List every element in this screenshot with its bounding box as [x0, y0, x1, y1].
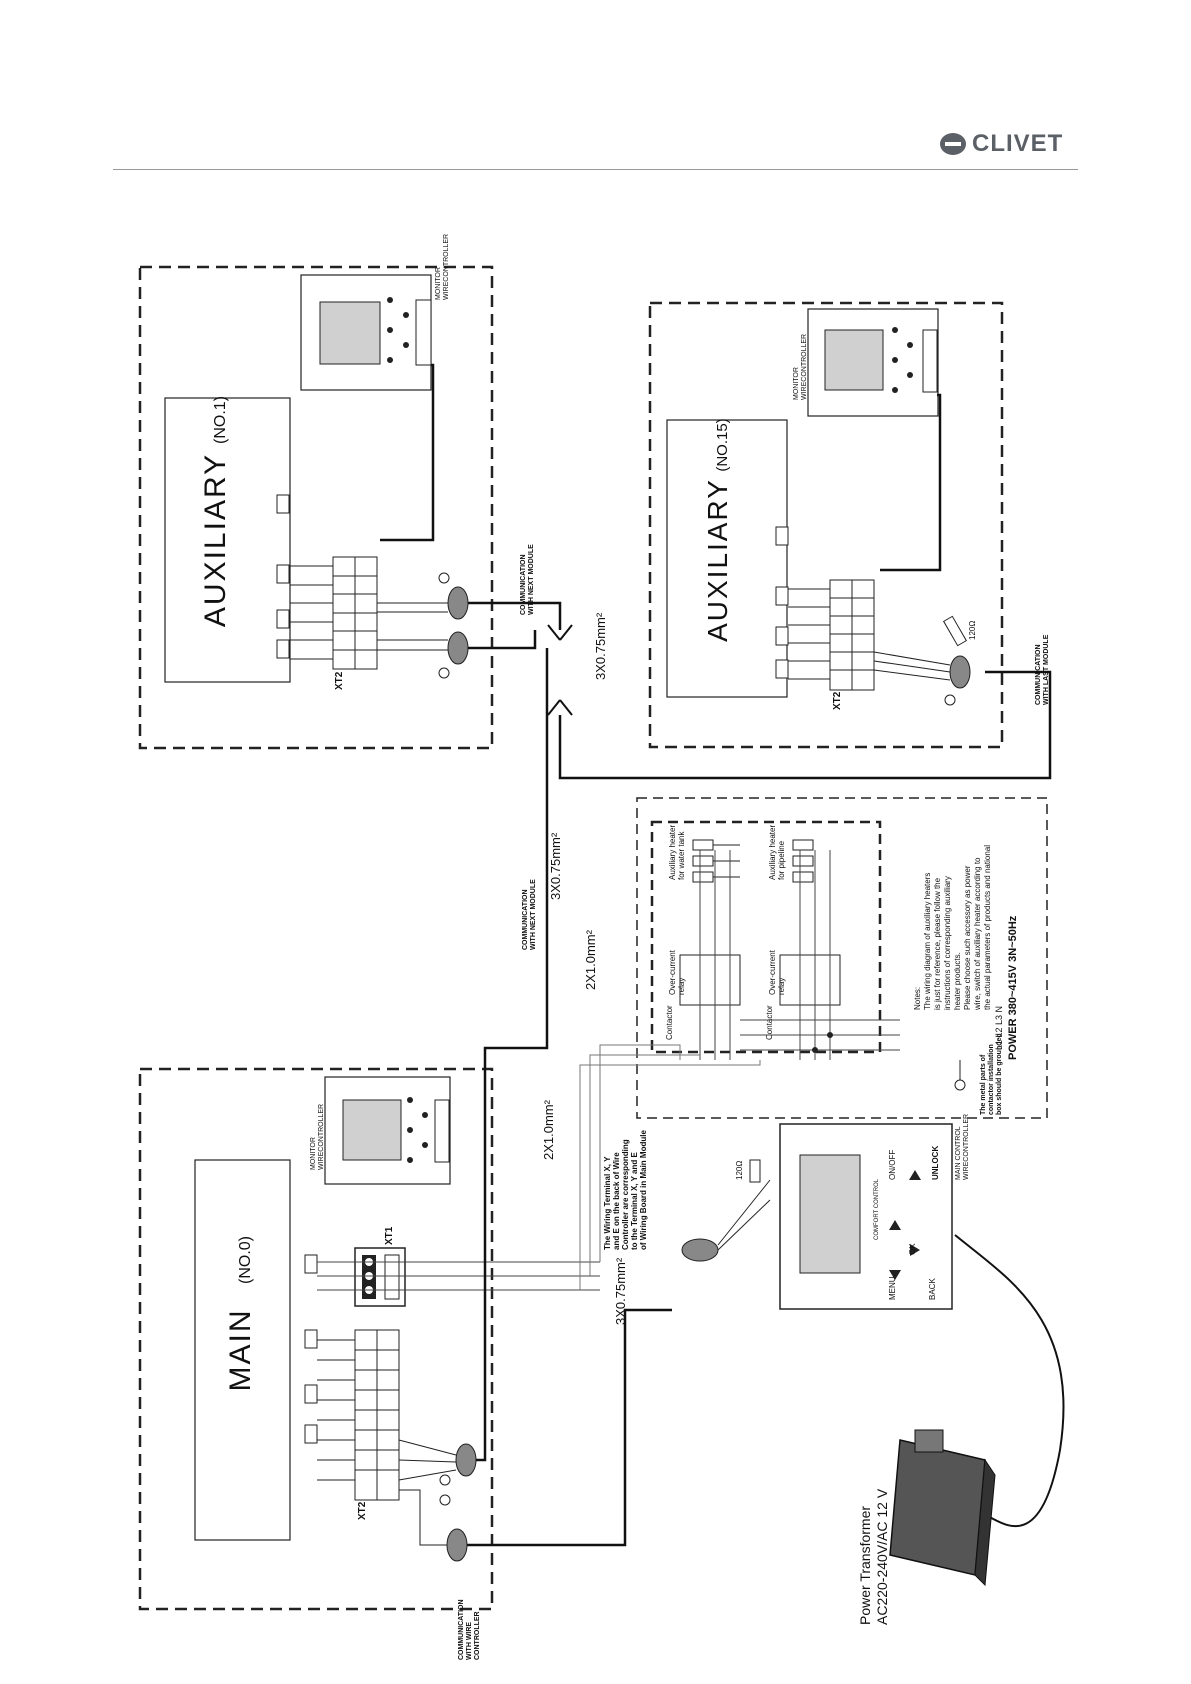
auxiliary-top-comm-label-1: COMMUNICATION [520, 554, 527, 615]
heater-power-label: POWER 380~415V 3N~50Hz [1007, 915, 1019, 1060]
auxiliary-top-title: AUXILIARY [199, 453, 232, 627]
heater-note-line-1: The wiring diagram of auxiliary heaters [923, 873, 932, 1010]
heater-notes: Notes: The wiring diagram of auxiliary h… [913, 845, 992, 1011]
auxiliary-right-monitor-label-2: WIRECONTROLLER [801, 334, 808, 400]
clivet-logo-text: CLIVET [972, 130, 1064, 157]
cable-label-c4: 2X1.0mm² [541, 1099, 556, 1160]
auxiliary-right-module: AUXILIARY (NO.15) XT2 [648, 301, 1050, 749]
auxiliary-top-number: (NO.1) [212, 396, 229, 444]
relay1-label-2: relay [677, 978, 686, 995]
heater-ground-note-1: The metal parts of [980, 1054, 987, 1115]
auxiliary-right-terminal-strip [788, 579, 875, 691]
heater-group-2: Auxiliary heater for pipeline [768, 825, 814, 883]
main-controller-ok: OK [908, 1243, 917, 1255]
clivet-logo: CLIVET [940, 130, 1080, 158]
heater2-label-2: for pipeline [777, 840, 786, 880]
heater-ground-note-3: box should be grounded [996, 1033, 1003, 1115]
transformer-label-2: AC220-240V/AC 12 V [874, 1488, 890, 1625]
cable-label-c2: 3X0.75mm² [548, 832, 563, 900]
main-comm-label-3: CONTROLLER [474, 1611, 481, 1660]
auxiliary-top-terminal-strip [290, 556, 378, 670]
main-comm-label-2: WITH WIRE [466, 1622, 473, 1660]
heater-note-line-2: is just for reference, please follow the [933, 877, 942, 1010]
power-cord [954, 1234, 1065, 1528]
main-title: MAIN [224, 1309, 257, 1392]
power-transformer: Power Transformer AC220-240V/AC 12 V [857, 1429, 996, 1625]
auxiliary-top-xt2-label: XT2 [334, 671, 345, 690]
wiring-note-line-2: and E on the back of Wire [612, 1152, 621, 1250]
cable-label-c1: 3X0.75mm² [593, 612, 608, 680]
contactor2-label: Contactor [765, 1005, 774, 1040]
auxiliary-top-monitor-label-1: MONITOR [435, 267, 442, 300]
main-controller-label-1: MAIN CONTROL [955, 1126, 962, 1180]
heater1-label-2: for water tank [677, 831, 686, 880]
heater-group-1: Auxiliary heater for water tank [668, 825, 740, 883]
main-module: MAIN (NO.0) XT1 [138, 1067, 600, 1660]
auxiliary-top-monitor-controller: MONITOR WIRECONTROLLER [300, 234, 450, 391]
cable-label-c5: 3X0.75mm² [613, 1257, 628, 1325]
auxiliary-right-monitor-label-1: MONITOR [793, 367, 800, 400]
wiring-note-line-4: to the Terminal X, Y and E [630, 1152, 639, 1250]
cable-comm-next-1: COMMUNICATION [522, 889, 529, 950]
main-xt1-label: XT1 [384, 1226, 395, 1245]
main-controller-back: BACK [928, 1278, 937, 1300]
main-to-aux-cable [476, 648, 549, 1462]
main-monitor-controller: MONITOR WIRECONTROLLER [310, 1076, 451, 1185]
main-controller-menu: MENU [888, 1276, 897, 1300]
main-wire-controller: COMFORT CONTROL OK MENU BACK ON/OFF UNLO… [735, 1114, 970, 1310]
main-controller-unlock: UNLOCK [931, 1146, 940, 1180]
heater1-label-1: Auxiliary heater [668, 825, 677, 880]
inter-module-cable: 3X0.75mm² [468, 601, 1052, 780]
auxiliary-top-module: AUXILIARY (NO.1) XT2 [138, 234, 494, 750]
main-comm-label-1: COMMUNICATION [458, 1599, 465, 1660]
auxiliary-right-monitor-controller: MONITOR WIRECONTROLLER [793, 308, 939, 417]
auxiliary-right-comm-label-1: COMMUNICATION [1035, 644, 1042, 705]
heater-note-line-7: the actual parameters of products and na… [983, 845, 992, 1010]
heater-ground-note-2: contactor installation [988, 1044, 995, 1115]
main-controller-label-2: WIRECONTROLLER [963, 1114, 970, 1180]
transformer-label-1: Power Transformer [857, 1506, 873, 1625]
auxiliary-right-xt2-label: XT2 [832, 691, 843, 710]
heater-note-line-3: instructions of corresponding auxiliary [943, 876, 952, 1010]
relay1-label-1: Over-current [668, 949, 677, 995]
main-controller-resistor: 120Ω [735, 1161, 744, 1180]
heater-note-line-4: heater products. [953, 952, 962, 1010]
heater-notes-title: Notes: [913, 987, 922, 1010]
main-xt2-label: XT2 [357, 1501, 368, 1520]
main-monitor-label-2: WIRECONTROLLER [318, 1104, 325, 1170]
heater-note-line-6: wire, switch of auxiliary heater accordi… [973, 857, 982, 1011]
auxiliary-right-resistor-label: 120Ω [968, 621, 977, 640]
auxiliary-right-title: AUXILIARY [702, 478, 733, 642]
relay2-label-1: Over-current [768, 949, 777, 995]
header-rule [113, 169, 1078, 170]
main-xt1-terminal: XT1 [354, 1226, 406, 1307]
wiring-note-line-5: of Wiring Board in Main Module [639, 1130, 648, 1250]
main-monitor-label-1: MONITOR [310, 1137, 317, 1170]
cable-comm-next-2: WITH NEXT MODULE [530, 879, 537, 950]
main-controller-header: COMFORT CONTROL [874, 1178, 880, 1240]
auxiliary-right-number: (NO.15) [714, 418, 731, 471]
heater2-label-1: Auxiliary heater [768, 825, 777, 880]
auxiliary-top-comm-label-2: WITH NEXT MODULE [528, 544, 535, 615]
wiring-note-line-3: Controller are corresponding [621, 1139, 630, 1250]
relay2-label-2: relay [777, 978, 786, 995]
main-terminal-strip [317, 1329, 400, 1501]
wiring-note-line-1: The Wiring Terminal X, Y [603, 1156, 612, 1250]
wiring-note: The Wiring Terminal X, Y and E on the ba… [603, 1130, 648, 1250]
auxiliary-heater-box: Auxiliary heater for water tank Auxiliar… [636, 797, 1048, 1119]
main-controller-onoff: ON/OFF [888, 1150, 897, 1180]
heater-phases-label: L1 L2 L3 N [994, 1006, 1004, 1050]
clivet-logo-mark-icon [940, 133, 966, 155]
contactor1-label: Contactor [665, 1005, 674, 1040]
main-number: (NO.0) [237, 1236, 254, 1284]
auxiliary-top-monitor-label-2: WIRECONTROLLER [443, 234, 450, 300]
heater-note-line-5: Please choose such accessory as power [963, 865, 972, 1010]
cable-label-c3: 2X1.0mm² [583, 929, 598, 990]
auxiliary-right-comm-label-2: WITH LAST MODULE [1043, 634, 1050, 705]
